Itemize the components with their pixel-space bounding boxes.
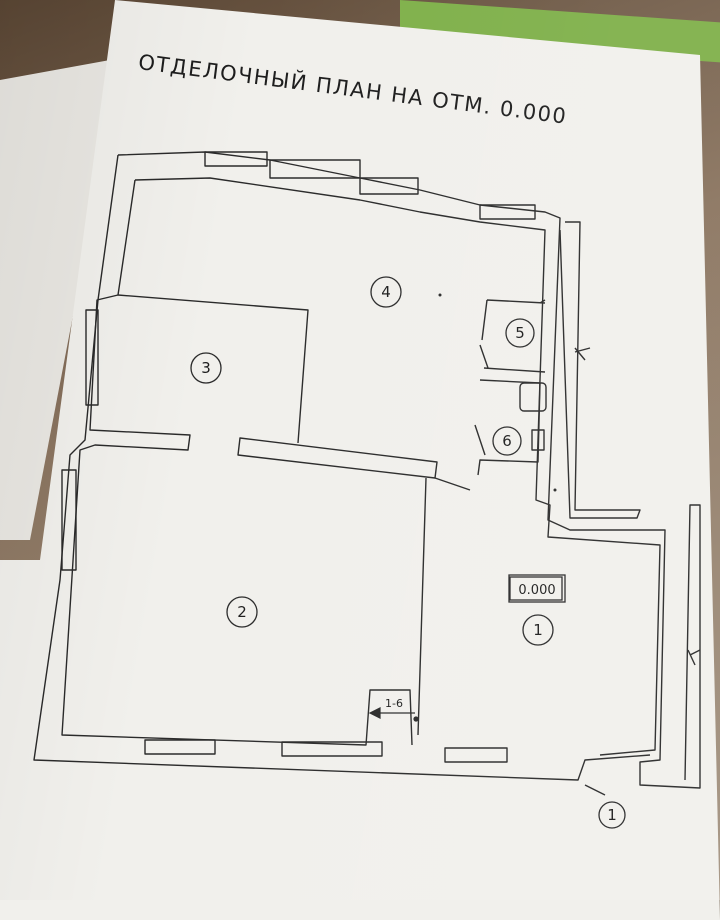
section-dot [413,716,419,722]
section-arrow-head [368,707,381,719]
shaft-wall [559,221,641,519]
wall-room-3 [117,179,309,444]
axis-marker [598,801,626,829]
outer-wall-west-south [33,154,651,781]
outer-wall [117,151,701,789]
room-2-marker [226,596,258,628]
room-6-marker [492,426,522,456]
window-south-2 [281,741,383,757]
axis-leader [584,784,606,796]
window-north-4 [479,204,536,220]
sink-fixture [519,382,547,412]
wall-room-2 [61,294,413,746]
room-4-number: 4 [381,283,391,301]
window-west-1 [61,469,77,571]
dot-mark [438,293,442,297]
break-mark-2 [687,649,701,666]
window-south-1 [144,739,216,755]
door-swings [434,344,489,491]
bathroom-walls [477,299,546,476]
room-6-number: 6 [502,432,512,450]
room-1-marker [522,614,554,646]
elevation-mark: 0.000 [518,583,555,598]
elevation-mark-box-outer [508,574,566,603]
elevation-mark-box [509,576,563,601]
floor-plan: 4 3 5 6 2 1 0.000 1 1-6 [33,151,701,829]
window-north-1 [204,151,268,167]
section-mark: 1-6 [385,697,403,710]
partition-2-4 [237,437,438,479]
window-north-3 [359,177,419,195]
break-mark [574,347,591,361]
room-5-marker [505,318,535,348]
dot-mark [553,488,557,492]
room-3-marker [190,352,222,384]
inner-wall-line [134,177,661,756]
room-1-number: 1 [533,621,543,639]
window-west-2 [85,309,99,406]
room-3-number: 3 [201,359,211,377]
partition-1-2 [417,477,427,736]
room-4-marker [370,276,402,308]
toilet-fixture [531,429,545,451]
bathroom-corner [539,299,546,304]
axis-number: 1 [607,806,617,824]
room-5-number: 5 [515,324,525,342]
room-2-number: 2 [237,603,247,621]
window-north-2 [269,159,361,179]
window-south-3 [444,747,508,763]
